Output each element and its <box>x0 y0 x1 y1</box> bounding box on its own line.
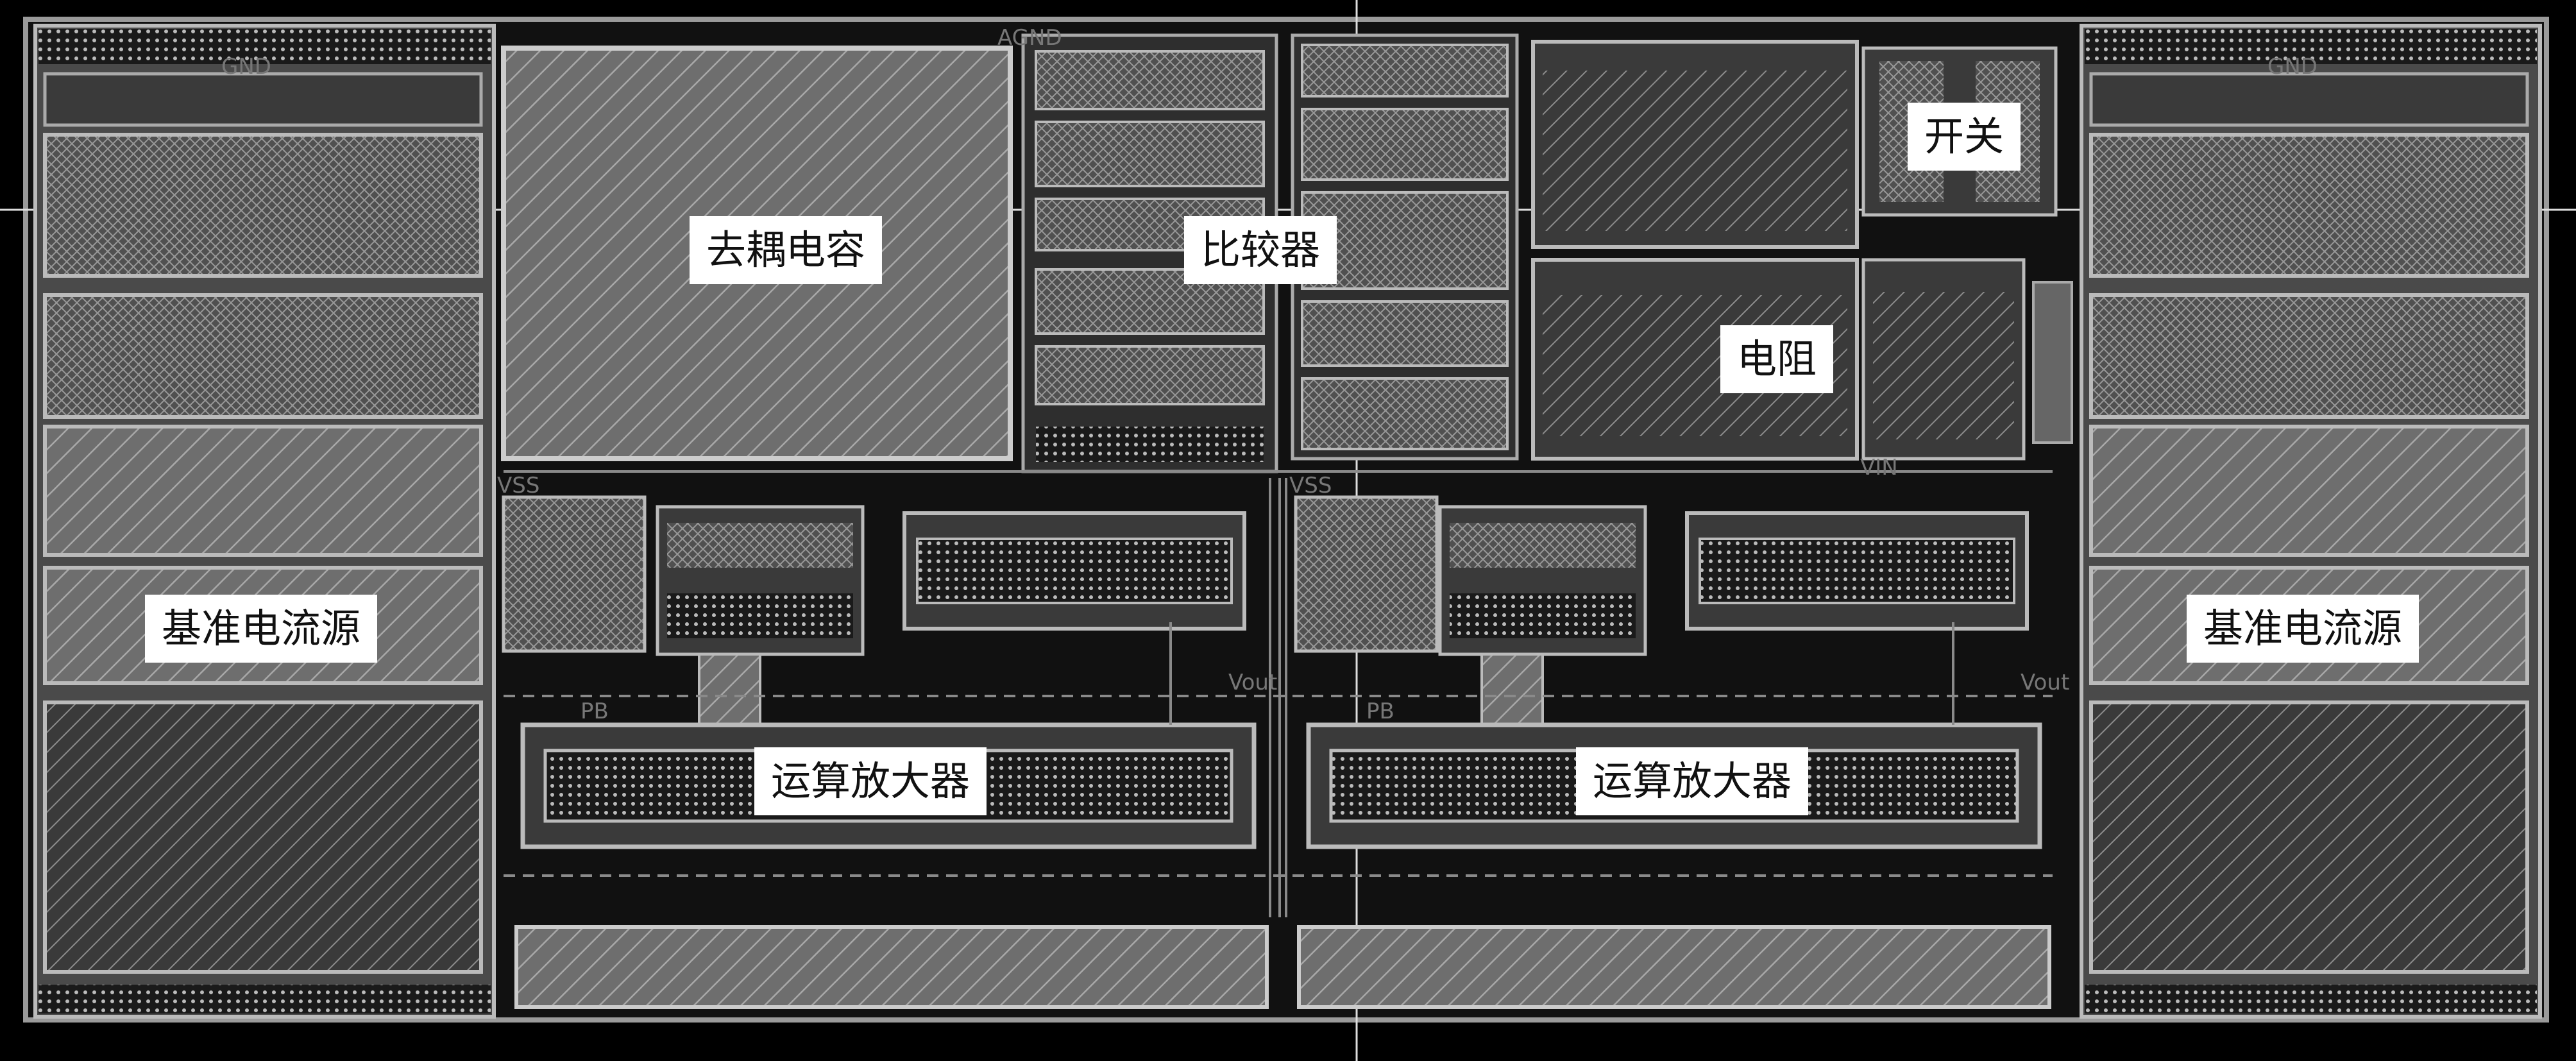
ref-source-right-block <box>2080 24 2542 1019</box>
pin-vin: VIN <box>1860 455 1898 480</box>
pin-gnd-right: GND <box>2267 54 2318 80</box>
resistor-block <box>1531 258 2073 461</box>
pin-vss-left: VSS <box>497 473 539 498</box>
pin-pb-left: PB <box>580 699 609 724</box>
pin-vout-right: Vout <box>2021 670 2069 695</box>
label-switch: 开关 <box>1907 103 2021 171</box>
pin-vout-left: Vout <box>1228 670 1277 695</box>
label-resistor: 电阻 <box>1720 325 1834 393</box>
cap-bottom-right <box>1297 925 2051 1009</box>
ref-source-left-block <box>33 24 496 1019</box>
opamp-left-input-stage <box>502 495 1246 733</box>
label-opamp-right: 运算放大器 <box>1575 747 1809 815</box>
pin-agnd: AGND <box>997 25 1062 51</box>
label-opamp-left: 运算放大器 <box>754 747 987 815</box>
cap-bottom-left <box>514 925 1269 1009</box>
label-ref-left: 基准电流源 <box>144 595 378 663</box>
opamp-right-input-stage <box>1294 495 2029 733</box>
pin-vss-right: VSS <box>1289 473 1332 498</box>
pin-pb-right: PB <box>1366 699 1394 724</box>
label-comparator: 比较器 <box>1183 216 1337 284</box>
label-decap: 去耦电容 <box>689 216 883 284</box>
pin-gnd-left: GND <box>221 54 271 80</box>
label-ref-right: 基准电流源 <box>2186 595 2419 663</box>
